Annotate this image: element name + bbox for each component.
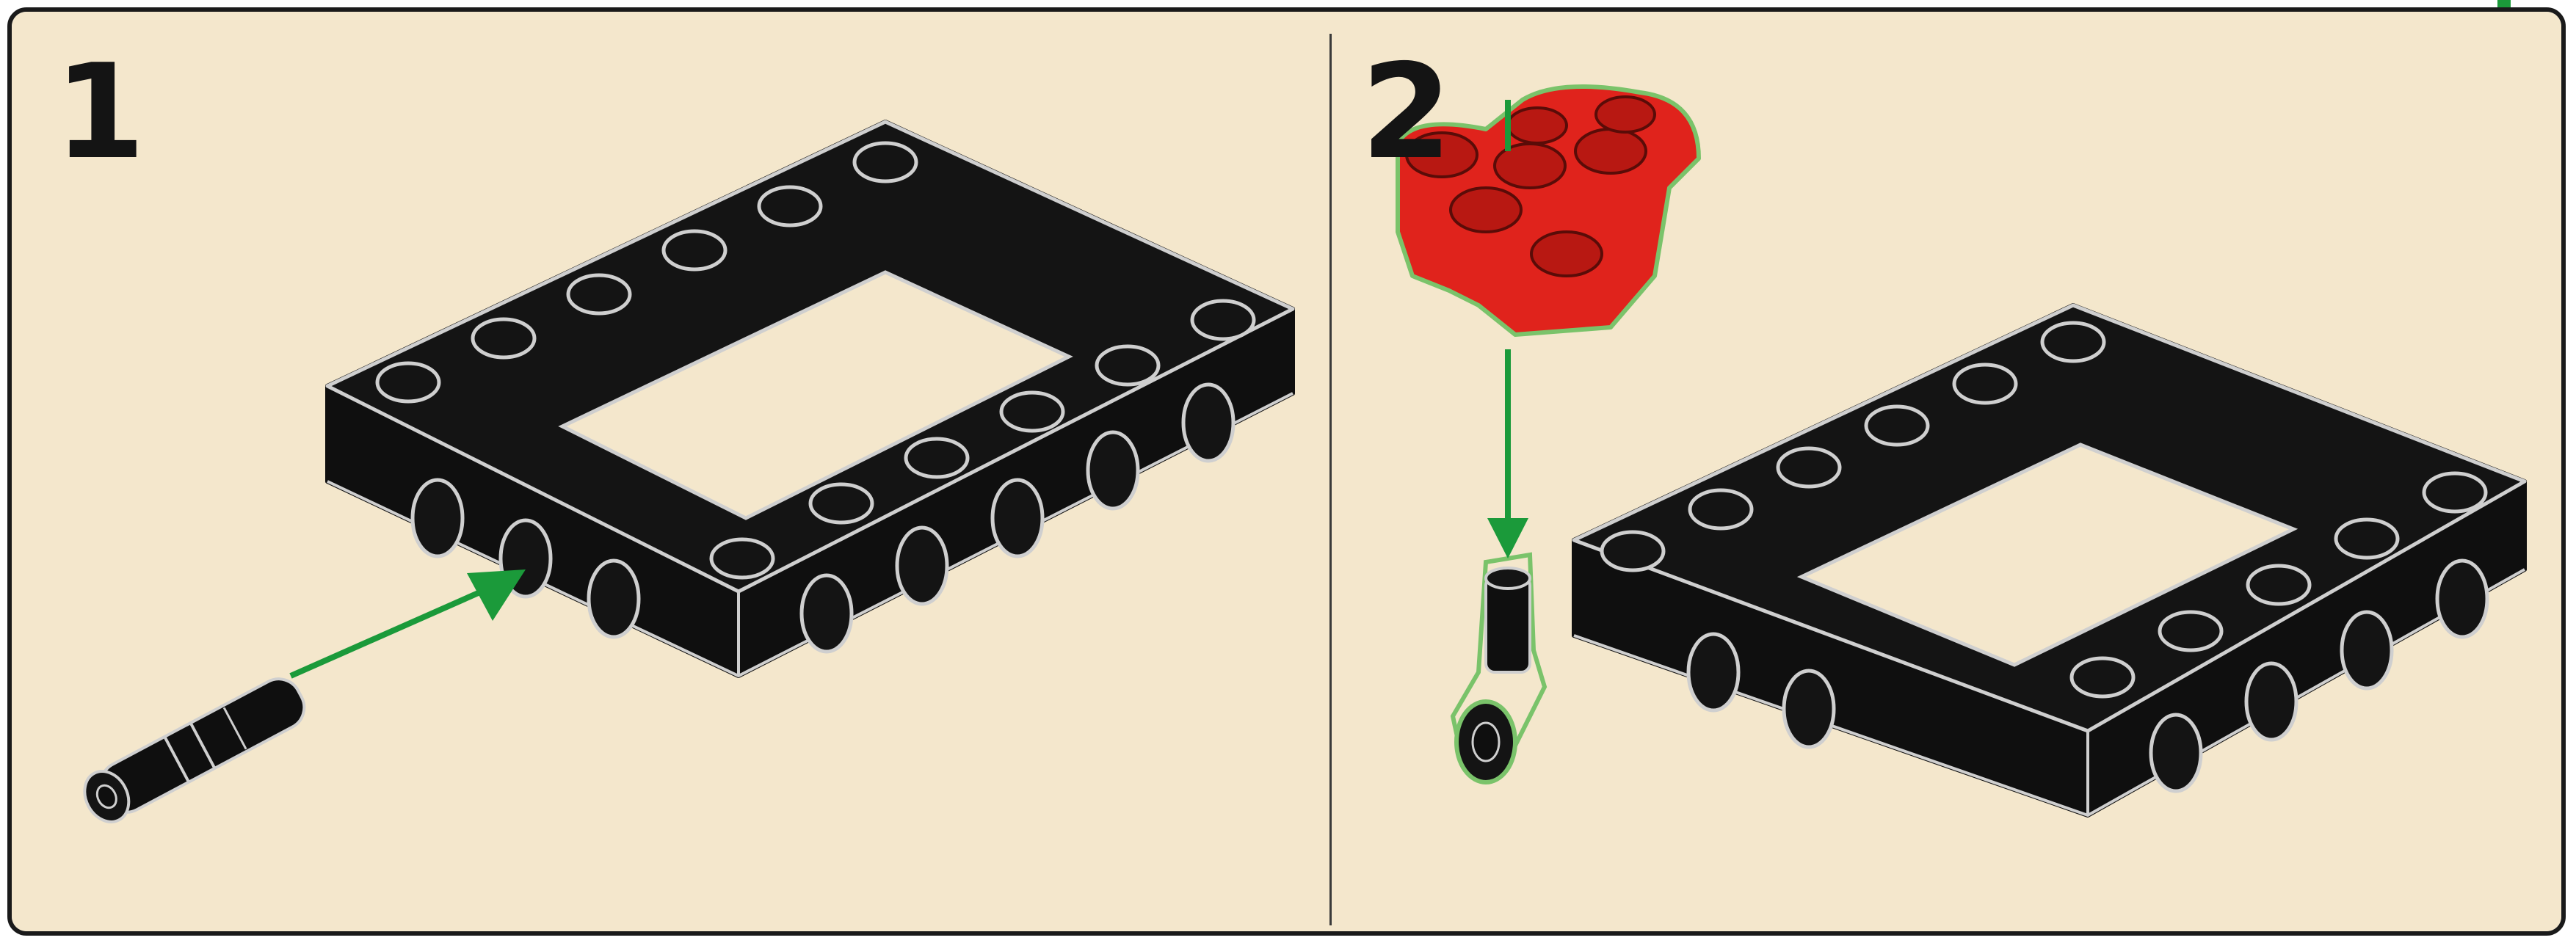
instruction-sheet: 1: [7, 7, 2566, 936]
step-number: 1: [54, 47, 145, 178]
page-tab-marker: [2497, 0, 2511, 7]
step-2-illustration: [1332, 12, 2566, 931]
step-2-panel: 2: [1332, 12, 2566, 931]
step-1-panel: 1: [12, 12, 1332, 931]
step-1-illustration: [12, 12, 1332, 931]
step-number: 2: [1361, 47, 1452, 178]
